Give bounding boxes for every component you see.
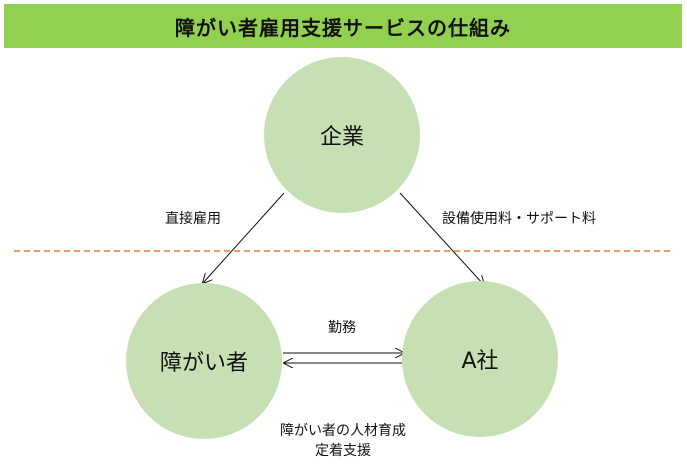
node-a-company: A社 (402, 281, 558, 437)
arrow-company-to-a (399, 192, 484, 285)
label-support: 障がい者の人材育成 定着支援 (280, 421, 406, 461)
node-a-company-label: A社 (461, 349, 499, 374)
arrow-company-to-person (203, 192, 285, 283)
node-company-label: 企業 (319, 125, 364, 150)
diagram-title: 障がい者雇用支援サービスの仕組み (175, 15, 511, 40)
label-work: 勤務 (328, 320, 356, 336)
label-support-line2: 定着支援 (315, 443, 371, 459)
node-company: 企業 (264, 57, 420, 213)
node-person-label: 障がい者 (159, 351, 248, 376)
label-support-line1: 障がい者の人材育成 (280, 423, 406, 439)
title-bar: 障がい者雇用支援サービスの仕組み (4, 4, 682, 48)
node-person: 障がい者 (126, 283, 282, 439)
label-direct-employment: 直接雇用 (165, 211, 221, 227)
label-facility-fee: 設備使用料・サポート料 (442, 211, 596, 227)
